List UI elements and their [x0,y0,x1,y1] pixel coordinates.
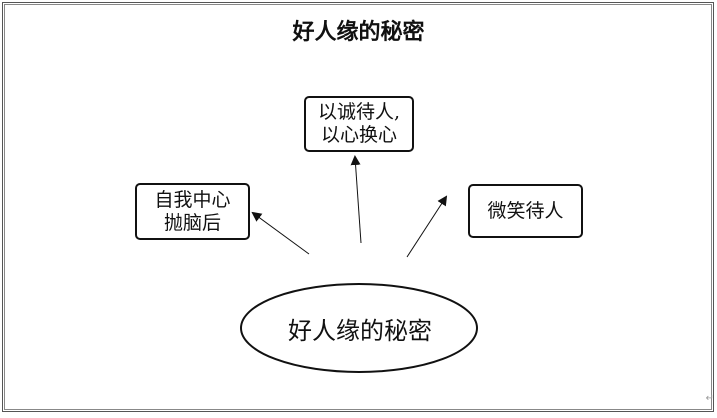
node-sincerity: 以诚待人, 以心换心 [304,96,414,152]
node-selflessness-line-1: 自我中心 [154,188,231,211]
node-smile: 微笑待人 [468,184,583,238]
diagram-title: 好人缘的秘密 [292,19,425,45]
center-ellipse [240,283,478,373]
center-label: 好人缘的秘密 [288,316,432,345]
node-selflessness-line-2: 抛脑后 [163,211,221,234]
node-selflessness: 自我中心 抛脑后 [135,183,250,240]
node-sincerity-line-2: 以心换心 [320,124,397,146]
node-smile-line-1: 微笑待人 [487,199,564,222]
arrow-to-left [251,211,310,255]
inner-frame [4,4,712,410]
arrow-to-top [350,155,362,244]
node-sincerity-line-1: 以诚待人, [317,101,401,123]
arrow-to-right [406,195,448,258]
return-mark-icon: ↵ [705,393,714,404]
outer-frame [2,2,714,412]
